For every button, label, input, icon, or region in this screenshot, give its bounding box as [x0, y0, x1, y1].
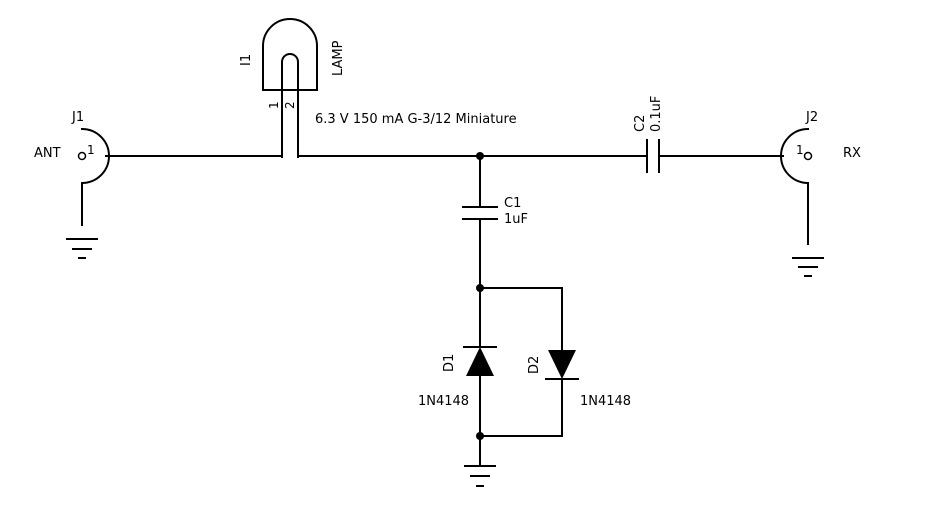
lamp-ref: I1 — [239, 54, 254, 66]
c1-ref: C1 — [504, 196, 521, 211]
d2-ref: D2 — [527, 356, 542, 374]
connector-j2: J2 RX 1 — [780, 110, 861, 277]
wires — [105, 155, 784, 467]
lamp-description: 6.3 V 150 mA G-3/12 Miniature — [315, 112, 517, 127]
d1-part: 1N4148 — [418, 394, 469, 409]
lamp-type-label: LAMP — [331, 40, 346, 76]
ground-symbol-j2 — [792, 257, 824, 277]
lamp-pin2-label: 2 — [283, 101, 297, 109]
d1-triangle — [466, 347, 494, 376]
d2-triangle — [548, 350, 576, 379]
ground-symbol-j1 — [66, 238, 98, 259]
lamp-bulb-outline — [262, 18, 318, 91]
diode-d1: D1 1N4148 — [418, 346, 497, 409]
lamp-i1: I1 LAMP 1 2 6.3 V 150 mA G-3/12 Miniatur… — [239, 18, 517, 158]
capacitor-c1: C1 1uF — [462, 196, 528, 227]
c2-ref: C2 — [633, 115, 648, 132]
j2-net-label: RX — [843, 146, 861, 161]
ground-symbol-main — [464, 465, 496, 487]
j2-ref: J2 — [805, 110, 818, 125]
junction-dots — [476, 152, 484, 440]
j1-center-pin — [77, 151, 87, 161]
junction-dot — [476, 152, 484, 160]
diode-d2: D2 1N4148 — [527, 350, 631, 409]
j2-shell — [780, 127, 810, 185]
lamp-pin1-label: 1 — [267, 101, 281, 109]
junction-dot — [476, 432, 484, 440]
junction-dot — [476, 284, 484, 292]
connector-j1: J1 ANT 1 — [34, 110, 110, 259]
capacitor-c2: C2 0.1uF — [633, 96, 664, 173]
j1-pin-number: 1 — [87, 143, 95, 157]
j1-net-label: ANT — [34, 146, 61, 161]
c2-value: 0.1uF — [649, 96, 664, 132]
j2-pin-number: 1 — [796, 143, 804, 157]
d2-part: 1N4148 — [580, 394, 631, 409]
j2-center-pin — [803, 151, 813, 161]
d1-ref: D1 — [442, 354, 457, 372]
c1-value: 1uF — [504, 212, 528, 227]
lamp-filament — [281, 53, 299, 158]
j1-ref: J1 — [71, 110, 84, 125]
